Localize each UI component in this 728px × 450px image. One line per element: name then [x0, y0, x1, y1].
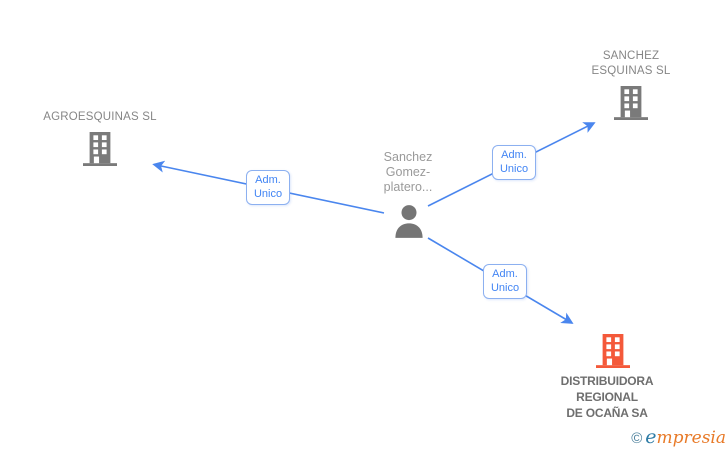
edge-label-adm-unico-bottom-right: Adm. Unico — [483, 264, 527, 299]
empresia-logo[interactable]: ©empresia — [631, 426, 726, 448]
edge-label-adm-unico-left: Adm. Unico — [246, 170, 290, 205]
person-name-line: Sanchez — [383, 150, 433, 164]
building-icon-distribuidora[interactable] — [595, 334, 631, 368]
person-name-line: platero... — [383, 180, 433, 194]
person-name-line: Gomez- — [385, 165, 431, 179]
edge-label-line: Unico — [490, 281, 520, 294]
person-icon[interactable] — [394, 204, 424, 238]
building-icon-agroesquinas[interactable] — [82, 132, 118, 166]
company-name-line: AGROESQUINAS SL — [43, 111, 157, 123]
company-name-line: DE OCAÑA SA — [566, 406, 648, 420]
company-name-line: SANCHEZ — [602, 50, 660, 62]
person-label-sanchez-gomez-platero[interactable]: Sanchez Gomez- platero... — [358, 150, 458, 195]
copyright-symbol: © — [631, 430, 643, 447]
company-label-distribuidora[interactable]: DISTRIBUIDORA REGIONAL DE OCAÑA SA — [537, 373, 677, 421]
company-name-line: DISTRIBUIDORA — [560, 374, 654, 388]
brand-initial: e — [645, 426, 657, 448]
edge-label-adm-unico-top-right: Adm. Unico — [492, 145, 536, 180]
building-icon-sanchez-esquinas[interactable] — [613, 86, 649, 120]
edge-label-line: Adm. — [255, 174, 281, 186]
company-label-sanchez-esquinas[interactable]: SANCHEZ ESQUINAS SL — [561, 49, 701, 79]
brand-text: mpresia — [656, 428, 727, 448]
company-name-line: REGIONAL — [576, 390, 638, 404]
edge-label-line: Unico — [499, 162, 529, 175]
edge-label-line: Unico — [253, 187, 283, 200]
company-label-agroesquinas[interactable]: AGROESQUINAS SL — [25, 110, 175, 125]
company-name-line: ESQUINAS SL — [591, 65, 671, 77]
edge-label-line: Adm. — [492, 268, 518, 280]
edge-label-line: Adm. — [501, 149, 527, 161]
